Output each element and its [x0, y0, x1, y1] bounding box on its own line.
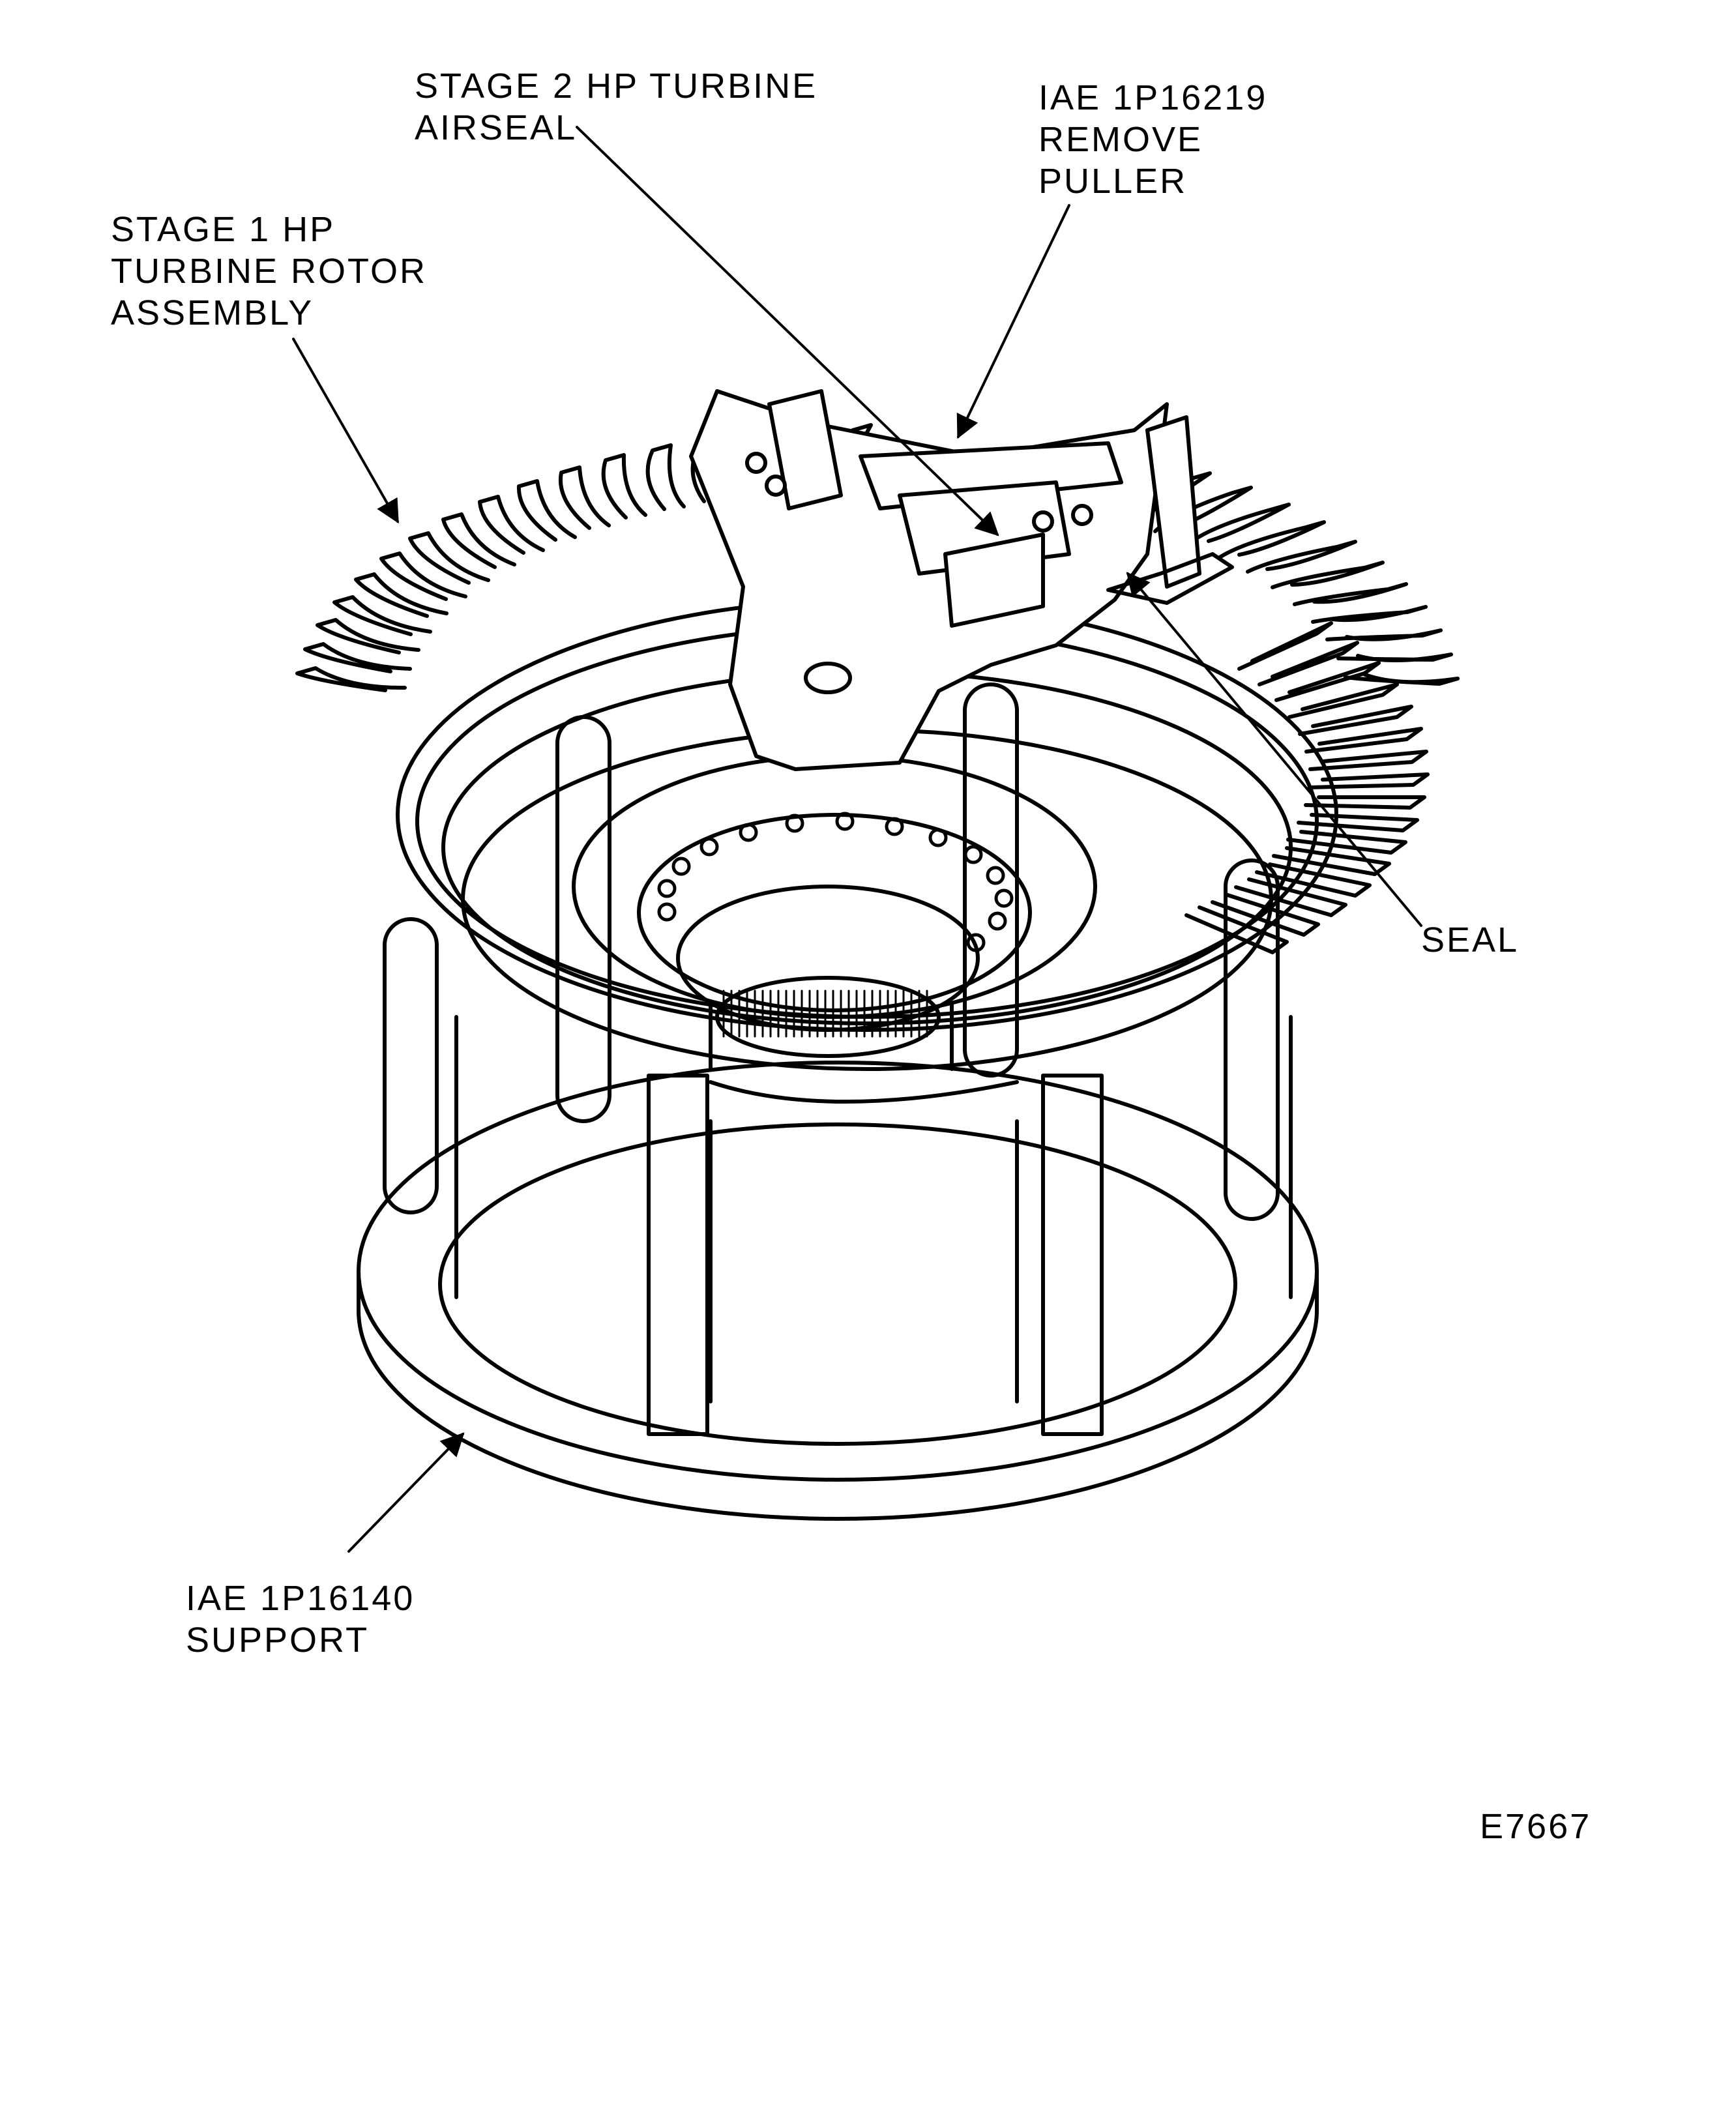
figure-number: E7667	[1480, 1807, 1592, 1846]
turbine-blade	[1286, 830, 1407, 855]
bolt-hole	[964, 845, 983, 864]
callout-line: IAE 1P16219	[1038, 78, 1268, 117]
puller-leader	[956, 204, 1070, 439]
rotor-leader	[292, 338, 399, 524]
turbine-blade	[1304, 795, 1426, 810]
bolt-hole	[928, 828, 948, 847]
bolt-hole	[994, 888, 1014, 908]
callout-support: IAE 1P16140 SUPPORT	[186, 1577, 415, 1661]
turbine-blade	[1311, 605, 1428, 624]
bolt-hole	[986, 866, 1005, 885]
airseal-leader	[576, 126, 999, 536]
callout-seal: SEAL	[1421, 919, 1519, 961]
callout-line: STAGE 2 HP TURBINE	[415, 66, 818, 106]
turbine-blade	[478, 495, 545, 555]
turbine-blade	[601, 453, 647, 520]
turbine-blade	[1298, 705, 1413, 736]
turbine-blade	[1218, 520, 1326, 559]
support-base-ring	[357, 1061, 1319, 1521]
callout-stage2-airseal: STAGE 2 HP TURBINE AIRSEAL	[415, 65, 817, 149]
turbine-blade	[1246, 540, 1357, 574]
callout-line: AIRSEAL	[415, 108, 578, 147]
turbine-blade	[1237, 621, 1333, 671]
turbine-blade	[645, 443, 686, 511]
callout-line: REMOVE	[1038, 120, 1203, 159]
turbine-blade	[1304, 727, 1423, 754]
seal-detail	[1106, 552, 1234, 605]
support-rods	[383, 682, 1280, 1436]
turbine-blade	[1234, 877, 1347, 917]
turbine-blade	[1258, 641, 1359, 686]
turbine-blade	[295, 666, 407, 692]
bolt-hole	[988, 911, 1007, 931]
callout-line: PULLER	[1038, 162, 1188, 201]
turbine-blade	[408, 531, 490, 585]
bolt-hole	[739, 823, 758, 842]
bolt-hole	[671, 857, 691, 876]
turbine-blade	[303, 642, 412, 673]
turbine-blade	[559, 465, 611, 530]
turbine-blade	[441, 512, 516, 569]
turbine-blade	[1187, 503, 1291, 546]
turbine-blade	[1287, 682, 1399, 719]
rotor-lower-body	[454, 1015, 1293, 1403]
callout-remove-puller: IAE 1P16219 REMOVE PULLER	[1038, 77, 1267, 202]
turbine-blade	[1297, 813, 1419, 832]
turbine-blade	[1274, 661, 1381, 702]
callout-line: IAE 1P16140	[186, 1579, 415, 1618]
seal-leader	[1126, 572, 1422, 927]
callout-line: SEAL	[1421, 920, 1520, 960]
bolt-hole	[657, 879, 677, 898]
turbine-blade	[1325, 628, 1443, 641]
turbine-blade	[379, 551, 467, 601]
bolt-hole	[835, 812, 855, 831]
callout-line: SUPPORT	[186, 1621, 370, 1660]
callout-stage1-rotor: STAGE 1 HP TURBINE ROTOR ASSEMBLY	[111, 209, 427, 334]
hub-bolt-holes	[657, 812, 1014, 952]
airseal-puller-cutaway	[689, 389, 1201, 771]
turbine-blade	[332, 595, 432, 636]
turbine-blade	[354, 572, 449, 618]
turbine-blade	[516, 479, 577, 542]
bolt-hole	[785, 814, 804, 833]
hub-shaft	[676, 885, 980, 1071]
bolt-hole	[657, 902, 677, 922]
turbine-blade	[1271, 561, 1385, 589]
turbine-blade	[1336, 653, 1453, 663]
callout-line: STAGE 1 HP	[111, 210, 336, 249]
bolt-hole	[885, 817, 904, 836]
callout-line: TURBINE ROTOR	[111, 252, 428, 291]
turbine-blade	[1308, 772, 1430, 789]
leader-lines	[292, 126, 1422, 1553]
turbine-blade	[1308, 750, 1428, 771]
support-leader	[347, 1432, 465, 1553]
turbine-blade	[1344, 673, 1460, 686]
turbine-blade	[316, 618, 420, 654]
bolt-hole	[699, 837, 719, 857]
callout-line: ASSEMBLY	[111, 293, 314, 332]
turbine-blade	[1293, 582, 1408, 606]
